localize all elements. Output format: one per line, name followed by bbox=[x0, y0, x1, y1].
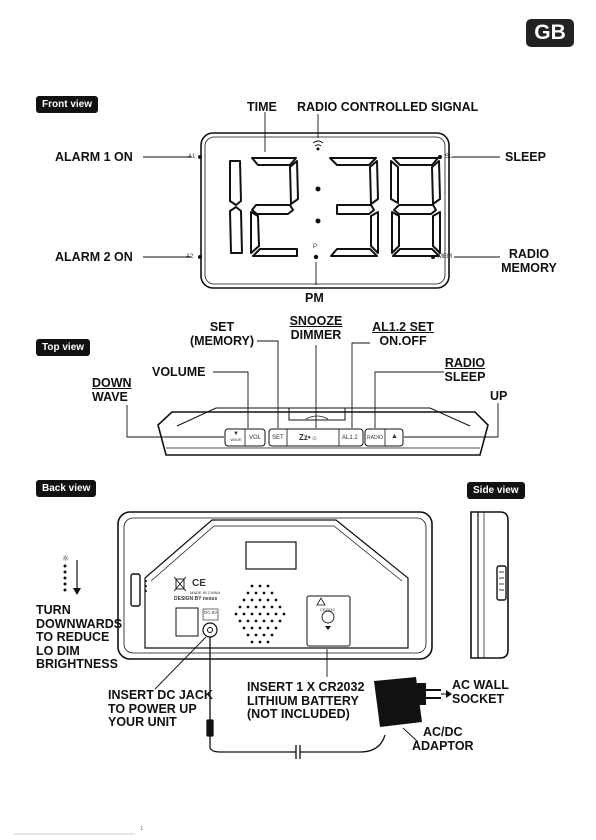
set-button[interactable]: SET bbox=[272, 435, 284, 441]
indicator-a1: A1 bbox=[188, 154, 196, 160]
warning-icon bbox=[316, 597, 326, 606]
design-by-nexus: DESIGN BY nexus bbox=[174, 596, 218, 602]
down-button[interactable]: ▼WAVE bbox=[230, 431, 242, 442]
down-wave-label: DOWN WAVE bbox=[92, 376, 132, 404]
side-view-drawing bbox=[470, 511, 509, 659]
snooze-button[interactable]: Zz•☼ bbox=[299, 433, 319, 442]
page-number: 1 bbox=[140, 826, 144, 832]
sleep-label: SLEEP bbox=[505, 150, 546, 164]
ce-mark: CE bbox=[192, 578, 206, 589]
back-view-drawing bbox=[117, 511, 433, 660]
up-button[interactable]: ▲ bbox=[391, 433, 398, 440]
top-leader-lines bbox=[126, 340, 499, 438]
svg-text:☼: ☼ bbox=[62, 554, 69, 563]
alarm1-label: ALARM 1 ON bbox=[55, 150, 133, 164]
indicator-mem: MEM bbox=[438, 254, 452, 260]
turn-downwards-label: TURN DOWNWARDS TO REDUCE LO DIM BRIGHTNE… bbox=[36, 603, 123, 671]
alarm2-label: ALARM 2 ON bbox=[55, 250, 133, 264]
volume-button[interactable]: VOL bbox=[249, 435, 262, 441]
side-view-label: Side view bbox=[467, 482, 525, 499]
speaker-grille bbox=[234, 584, 286, 644]
snooze-dimmer-label: SNOOZE DIMMER bbox=[289, 314, 343, 342]
front-leader-lines bbox=[143, 112, 500, 285]
indicator-sl: SL bbox=[445, 154, 453, 160]
top-view-drawing bbox=[157, 407, 489, 456]
dimmer-indicator bbox=[63, 564, 147, 592]
insert-dc-jack-label: INSERT DC JACK TO POWER UP YOUR UNIT bbox=[108, 688, 213, 729]
top-view-label: Top view bbox=[36, 339, 91, 356]
indicator-p: P bbox=[313, 244, 318, 250]
battery-cover-label: CR2032 bbox=[320, 607, 335, 612]
dc-cable bbox=[206, 637, 386, 759]
front-view-label: Front view bbox=[36, 96, 99, 113]
set-memory-label: SET (MEMORY) bbox=[189, 320, 255, 348]
time-label: TIME bbox=[247, 100, 277, 114]
pm-label: PM bbox=[305, 291, 324, 305]
volume-label: VOLUME bbox=[152, 365, 206, 379]
language-badge: GB bbox=[526, 19, 574, 47]
made-in-china: MADE IN CHINA bbox=[190, 590, 221, 595]
alarm-set-label: AL1.2 SET ON.OFF bbox=[372, 320, 434, 348]
radio-controlled-signal-label: RADIO CONTROLLED SIGNAL bbox=[297, 100, 479, 114]
indicator-a2: A2 bbox=[186, 254, 194, 260]
adaptor-drawing bbox=[374, 677, 452, 727]
insert-battery-label: INSERT 1 X CR2032 LITHIUM BATTERY (NOT I… bbox=[247, 680, 365, 721]
radio-signal-icon bbox=[312, 140, 324, 151]
dc-rating: DC 5V bbox=[204, 610, 218, 615]
adaptor-label: AC/DC ADAPTOR bbox=[412, 725, 474, 753]
radio-sleep-label: RADIO SLEEP bbox=[444, 356, 486, 384]
back-view-label: Back view bbox=[36, 480, 97, 497]
weee-bin-icon bbox=[173, 576, 187, 592]
alarm-button[interactable]: AL1.2 bbox=[342, 435, 358, 441]
back-leader-lines bbox=[154, 636, 328, 690]
radio-memory-label: RADIO MEMORY bbox=[501, 247, 557, 275]
ac-wall-socket-label: AC WALL SOCKET bbox=[452, 678, 509, 706]
radio-button[interactable]: RADIO bbox=[367, 435, 383, 441]
up-label: UP bbox=[490, 389, 508, 403]
